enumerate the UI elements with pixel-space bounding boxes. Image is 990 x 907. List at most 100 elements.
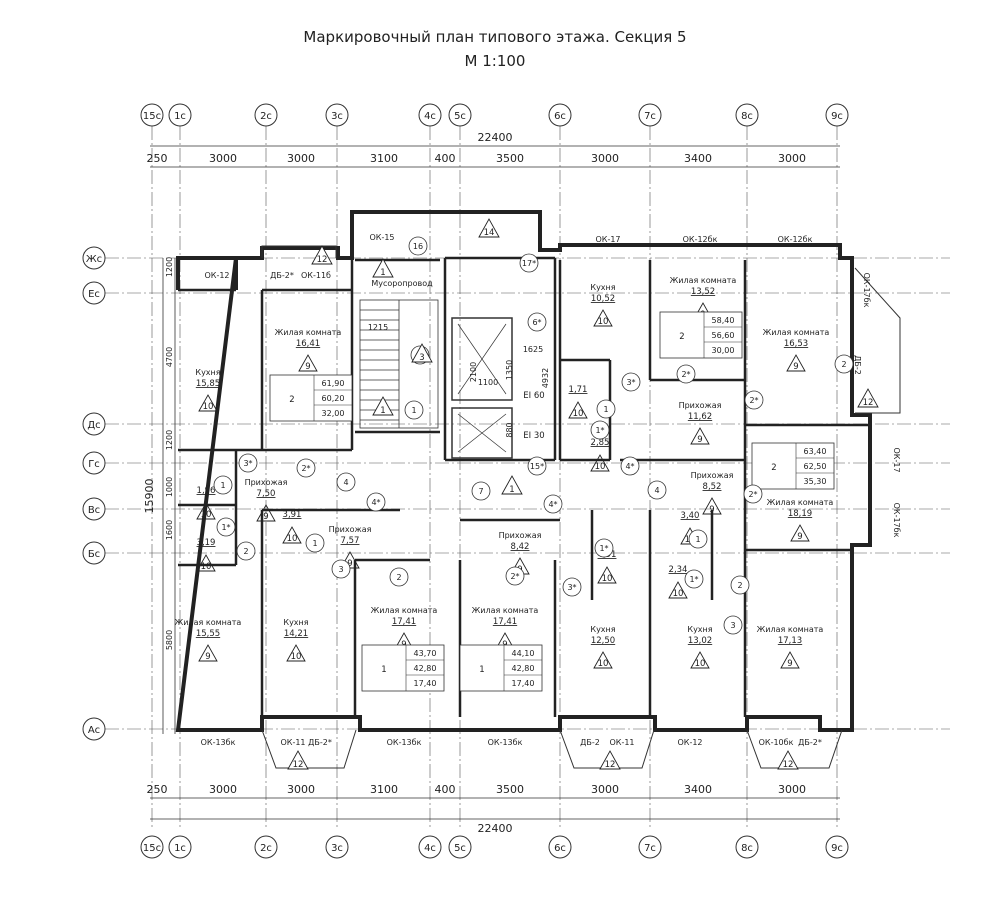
marker-label: 3* — [626, 378, 635, 387]
window-label: ДБ-2 — [580, 738, 600, 747]
lift-dim-2: 1100 — [478, 378, 498, 387]
marker-label: 12 — [783, 760, 794, 770]
marker-circle — [730, 575, 750, 595]
room-name: Жилая комната — [175, 618, 242, 627]
dimension-label: 3000 — [287, 152, 315, 165]
marker-circle — [590, 420, 610, 440]
total-width-top: 22400 — [478, 131, 513, 144]
room-area: 1,71 — [569, 385, 588, 395]
marker-circle — [236, 541, 256, 561]
apartment-area-rooms: 32,00 — [322, 409, 345, 418]
room-area: 17,41 — [493, 617, 517, 627]
dimension-label: 250 — [147, 783, 168, 796]
room-mark: 10 — [598, 317, 609, 327]
dimension-label: 3100 — [370, 783, 398, 796]
axis-label: 1с — [174, 843, 186, 854]
marker-label: 14 — [484, 228, 495, 238]
room-mark-triangle — [568, 401, 588, 419]
room-name: Кухня — [590, 625, 615, 634]
axis-label: Дс — [87, 420, 100, 431]
room-name: Жилая комната — [767, 498, 834, 507]
apartment-area-living: 42,80 — [512, 664, 535, 673]
room-name: Прихожая — [329, 525, 372, 534]
marker-circle — [562, 577, 582, 597]
axis-bubble — [82, 246, 106, 270]
room-mark: 9 — [347, 559, 352, 569]
axis-bubble — [448, 835, 472, 859]
room-mark-triangle — [702, 497, 722, 515]
fire-rating-2: EI 30 — [523, 431, 544, 441]
fire-rating-1: EI 60 — [523, 391, 544, 401]
axis-label: 4с — [424, 843, 436, 854]
axis-label: 7с — [644, 843, 656, 854]
axis-label: 9с — [831, 843, 843, 854]
lift-dim-3: 1350 — [505, 360, 514, 380]
marker-circle — [723, 615, 743, 635]
dimension-label: 3000 — [209, 152, 237, 165]
room-mark: 9 — [787, 659, 792, 669]
marker-label: 1 — [603, 405, 608, 414]
axis-bubble — [418, 835, 442, 859]
apartment-area-total: 43,70 — [414, 649, 437, 658]
room-mark: 10 — [573, 409, 584, 419]
room-area: 3,40 — [681, 511, 700, 521]
axis-bubble — [82, 412, 106, 436]
window-label: ОК-17 — [595, 235, 620, 244]
room-name: Прихожая — [499, 531, 542, 540]
axis-bubble — [638, 103, 662, 127]
axis-bubble — [168, 103, 192, 127]
room-name: Кухня — [195, 368, 220, 377]
marker-circle — [389, 567, 409, 587]
marker-label: 2* — [510, 572, 519, 581]
axis-label: Бс — [88, 549, 100, 560]
marker-circle — [366, 492, 386, 512]
apartment-table-frame — [361, 644, 445, 692]
axis-bubble — [82, 451, 106, 475]
marker-label: 6* — [532, 318, 541, 327]
marker-circle — [621, 372, 641, 392]
garbage-chute-label: Мусоропровод — [371, 279, 433, 288]
window-label: ОК-15 — [369, 233, 394, 242]
window-label: ОК-13бк — [488, 738, 523, 747]
marker-label: 2* — [749, 396, 758, 405]
marker-circle — [684, 569, 704, 589]
marker-label: 3 — [419, 353, 424, 363]
axis-label: 6с — [554, 843, 566, 854]
room-name: Жилая комната — [670, 276, 737, 285]
room: 1,71 10 — [568, 385, 588, 419]
dimension-label: 1200 — [165, 257, 174, 277]
room-area: 18,19 — [788, 509, 812, 519]
room-area: 7,50 — [257, 489, 276, 499]
axis-bubble — [418, 103, 442, 127]
marker-label: 1 — [380, 406, 385, 416]
room-area: 2,85 — [591, 438, 610, 448]
lift-dim-5: 4932 — [541, 368, 550, 388]
marker-label: 1 — [695, 535, 700, 544]
marker-triangle — [311, 245, 333, 265]
marker-symbols: 1617*6*15*313*2*44*211*1322*3*1*13*1*4*4… — [213, 218, 879, 770]
axis-bubble — [82, 541, 106, 565]
marker-label: 4 — [654, 486, 659, 495]
marker-label: 15* — [530, 462, 544, 471]
room-mark-triangle — [198, 394, 218, 412]
marker-circle — [519, 253, 539, 273]
dimension-label: 1600 — [165, 520, 174, 540]
marker-circle — [688, 529, 708, 549]
apartment-area-living: 42,80 — [414, 664, 437, 673]
room-area: 17,41 — [392, 617, 416, 627]
room-mark-triangle — [282, 526, 302, 544]
window-label: ОК-17 — [892, 447, 901, 472]
marker-triangle — [411, 343, 433, 363]
lift-shafts — [451, 317, 513, 459]
dimension-label: 1200 — [165, 430, 174, 450]
room-mark: 10 — [201, 562, 212, 572]
marker-label: 7 — [478, 487, 483, 496]
